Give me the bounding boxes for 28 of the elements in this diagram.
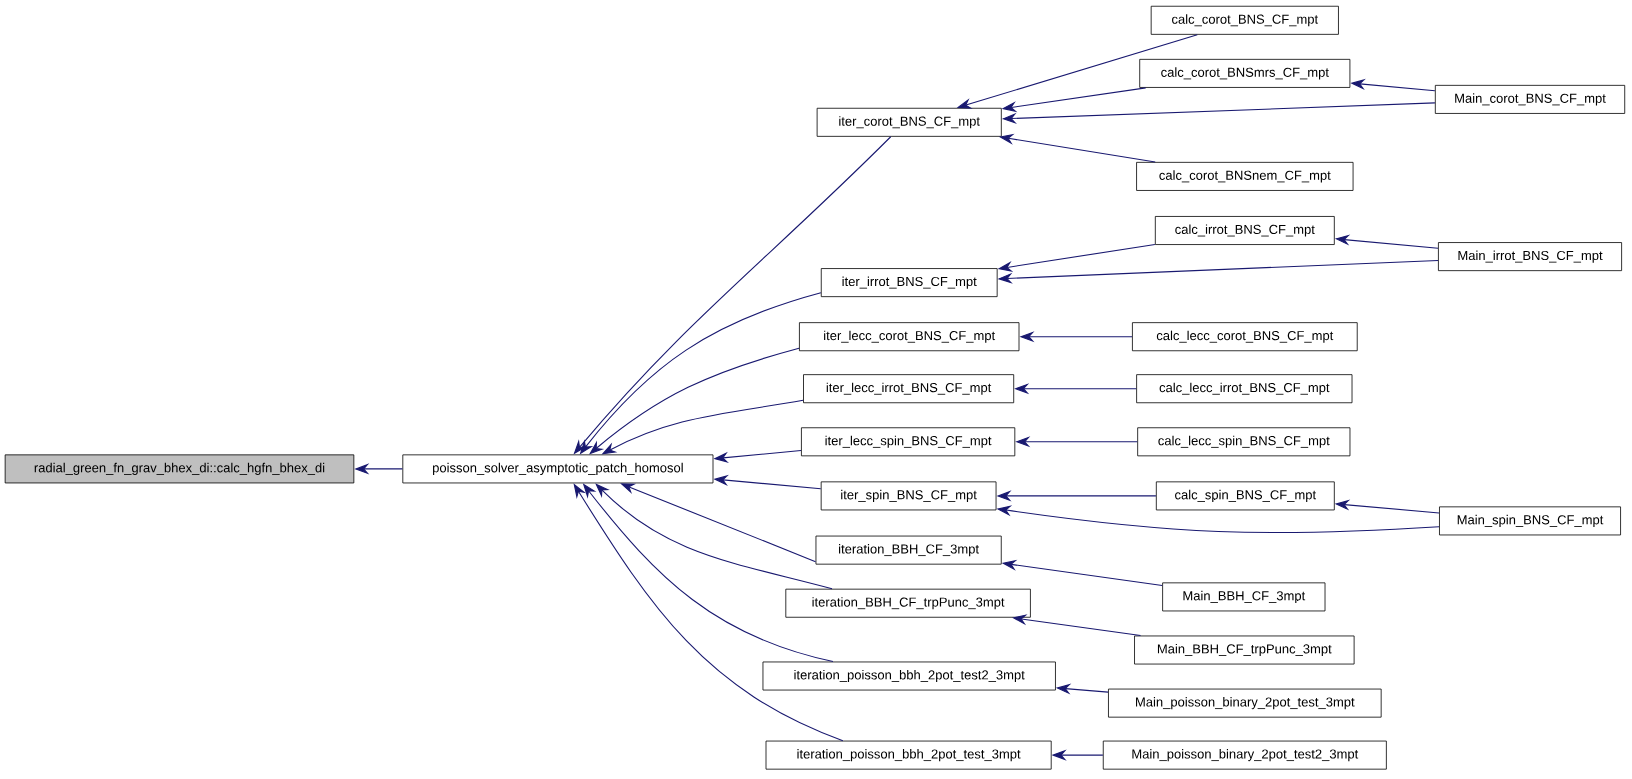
function-box: calc_corot_BNSmrs_CF_mpt <box>1139 58 1351 88</box>
function-box: Main_poisson_binary_2pot_test2_3mpt <box>1102 740 1387 770</box>
function-box: calc_spin_BNS_CF_mpt <box>1155 481 1335 511</box>
function-box: calc_corot_BNSnem_CF_mpt <box>1136 161 1354 191</box>
function-box: iter_lecc_irrot_BNS_CF_mpt <box>803 374 1015 404</box>
function-box: iter_spin_BNS_CF_mpt <box>820 481 997 511</box>
function-box: iteration_poisson_bbh_2pot_test2_3mpt <box>762 661 1056 691</box>
function-box: Main_BBH_CF_trpPunc_3mpt <box>1134 635 1355 665</box>
function-box: calc_lecc_spin_BNS_CF_mpt <box>1137 427 1351 457</box>
function-box: calc_lecc_irrot_BNS_CF_mpt <box>1136 374 1353 404</box>
function-box: poisson_solver_asymptotic_patch_homosol <box>402 454 714 484</box>
function-box: iteration_BBH_CF_3mpt <box>815 535 1002 565</box>
function-box: Main_poisson_binary_2pot_test_3mpt <box>1108 688 1382 718</box>
function-box: Main_spin_BNS_CF_mpt <box>1439 506 1621 536</box>
function-box: calc_corot_BNS_CF_mpt <box>1150 5 1339 35</box>
function-box: iteration_BBH_CF_trpPunc_3mpt <box>785 588 1031 618</box>
function-box: calc_irrot_BNS_CF_mpt <box>1154 216 1335 245</box>
function-box: iter_irrot_BNS_CF_mpt <box>820 268 998 298</box>
function-box: iter_corot_BNS_CF_mpt <box>816 107 1002 137</box>
function-box: Main_BBH_CF_3mpt <box>1162 582 1326 612</box>
arrow <box>595 483 833 590</box>
function-box: radial_green_fn_grav_bhex_di::calc_hgfn_bhex_di <box>4 454 355 484</box>
function-box: iter_lecc_spin_BNS_CF_mpt <box>801 427 1016 457</box>
function-box: iteration_poisson_bbh_2pot_test_3mpt <box>765 740 1052 770</box>
function-box: Main_corot_BNS_CF_mpt <box>1434 84 1626 114</box>
function-box: iter_lecc_corot_BNS_CF_mpt <box>799 322 1020 352</box>
function-box: calc_lecc_corot_BNS_CF_mpt <box>1132 322 1358 352</box>
function-box: Main_irrot_BNS_CF_mpt <box>1438 242 1622 272</box>
